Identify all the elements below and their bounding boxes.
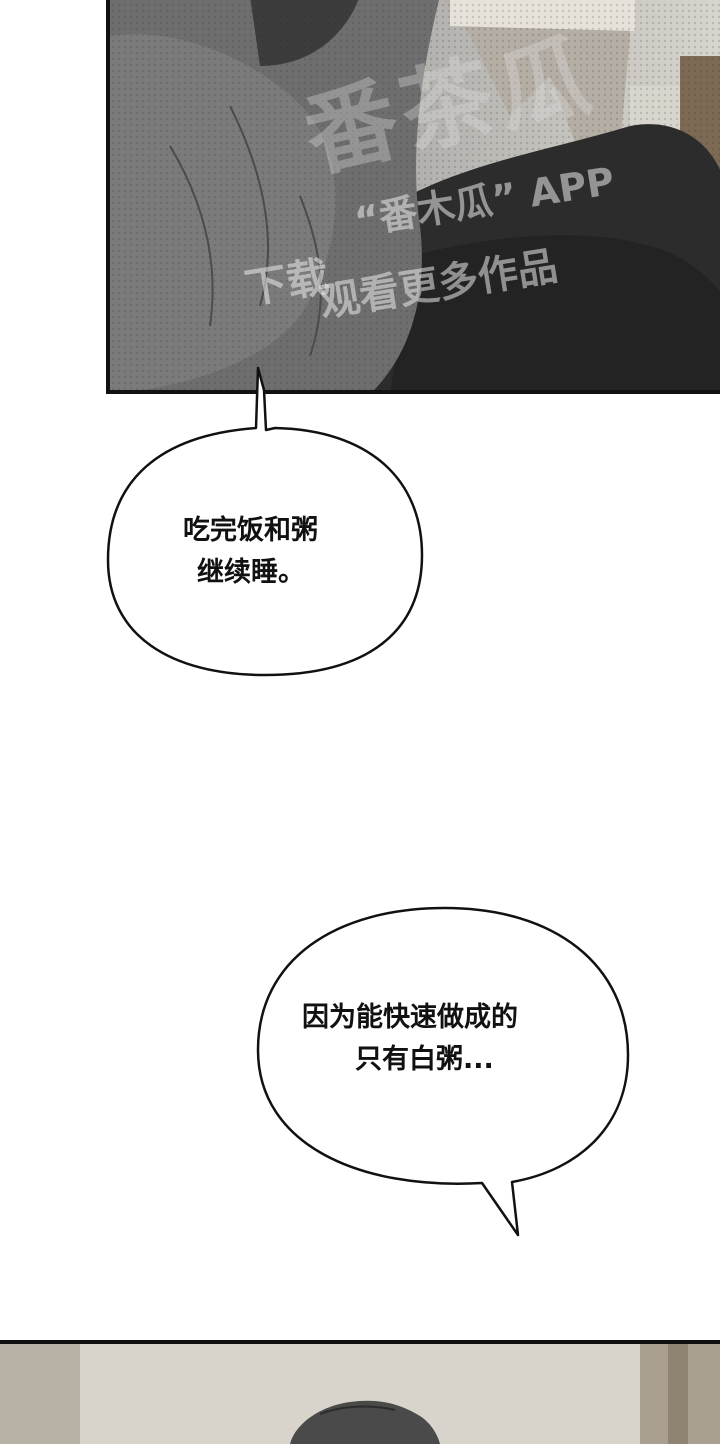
speech-bubble-2-line-1: 因为能快速做成的 [302, 1002, 518, 1033]
speech-bubble-1 [106, 366, 424, 677]
speech-bubble-1-line-1: 吃完饭和粥 [183, 515, 318, 546]
speech-bubble-1-line-2: 继续睡。 [197, 557, 305, 588]
top-panel-artwork [110, 0, 720, 390]
speech-bubble-2 [256, 906, 630, 1237]
speech-bubble-1-text: 吃完饭和粥 继续睡。 [183, 510, 318, 594]
top-comic-panel: 番茶瓜 “番木瓜” APP 下载 观看更多作品 [106, 0, 720, 394]
bottom-comic-panel [0, 1340, 720, 1444]
speech-bubble-2-text: 因为能快速做成的 只有白粥... [302, 997, 518, 1081]
bottom-panel-artwork [0, 1344, 720, 1444]
speech-bubble-2-line-2: 只有白粥... [355, 1044, 494, 1075]
